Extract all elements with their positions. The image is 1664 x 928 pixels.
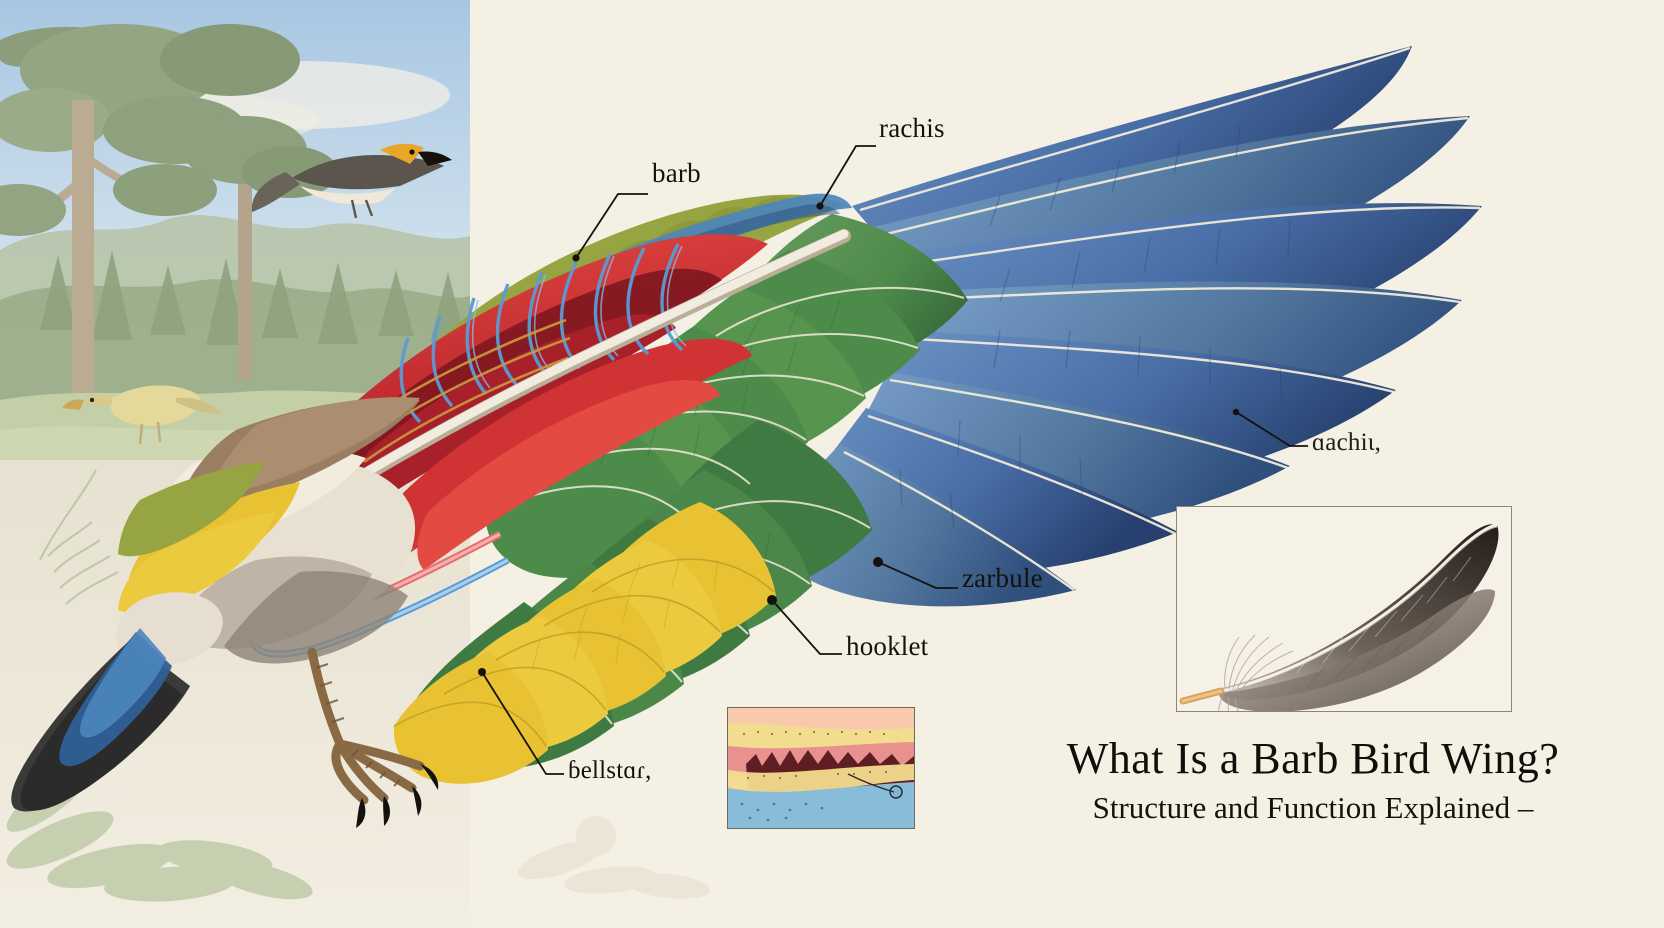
flying-bird [251, 143, 452, 219]
title-block: What Is a Barb Bird Wing? Structure and … [978, 734, 1648, 828]
page-subtitle: Structure and Function Explained – [1092, 790, 1534, 825]
label-bellstar: ɓellstɑɾ, [568, 757, 652, 784]
talons [356, 764, 439, 828]
bird-wing [11, 46, 1482, 828]
bird-legs [307, 647, 425, 805]
perched-bird [62, 385, 222, 445]
primary-feathers [765, 46, 1482, 607]
barbule-micrograph [728, 708, 914, 828]
feather-diagram [1177, 507, 1511, 711]
feather-inset-panel [1176, 506, 1512, 712]
label-rachiy: ɑachiι, [1312, 429, 1382, 456]
foreground-tree [0, 24, 300, 400]
label-hooklet: hooklet [846, 631, 929, 661]
yellow-coverts [393, 502, 776, 784]
page-title: What Is a Barb Bird Wing? [1066, 734, 1560, 783]
label-barb: barb [652, 158, 701, 188]
label-rachis: rachis [879, 113, 945, 143]
leader-lines [478, 145, 1308, 775]
bird-body [11, 397, 420, 812]
label-zarbule: zarbule [962, 563, 1043, 593]
micrograph-inset-panel [727, 707, 915, 829]
watermark-foliage [517, 816, 710, 899]
